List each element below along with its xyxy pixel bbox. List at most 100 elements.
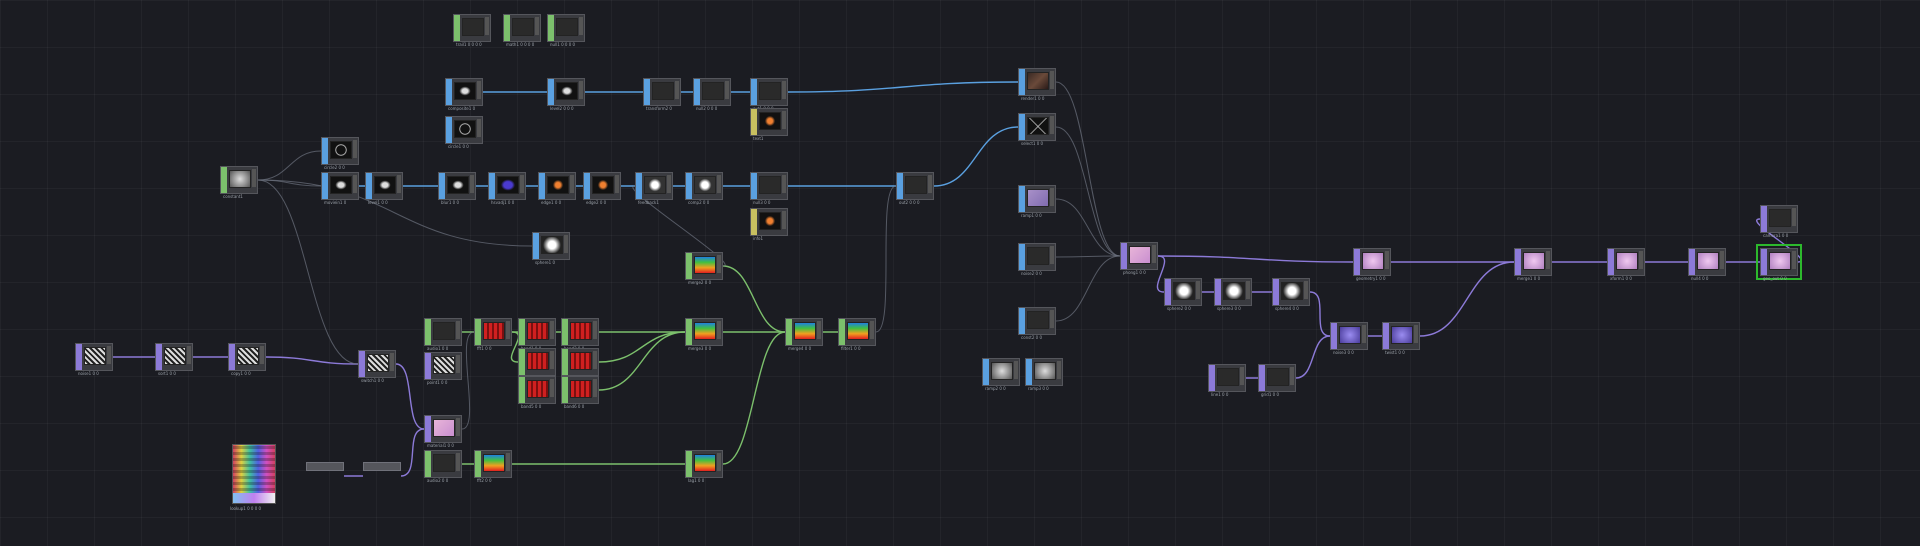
node-chop-c3[interactable]: band1 0 0	[518, 318, 556, 351]
node-input-port[interactable]	[897, 173, 903, 199]
node-flags-strip[interactable]	[782, 175, 786, 193]
node-flags-strip[interactable]	[1546, 251, 1550, 269]
node-input-port[interactable]	[446, 79, 452, 105]
node-top-out-x[interactable]: select1 0 0	[1018, 113, 1056, 146]
node-flags-strip[interactable]	[1050, 310, 1054, 328]
node-flags-strip[interactable]	[260, 346, 264, 364]
node-mat-final[interactable]: geo_out 0 0	[1756, 244, 1802, 281]
node-flags-strip[interactable]	[667, 175, 671, 193]
node-input-port[interactable]	[1761, 206, 1767, 232]
node-flags-strip[interactable]	[782, 211, 786, 229]
node-flags-strip[interactable]	[1050, 188, 1054, 206]
node-flags-strip[interactable]	[579, 17, 583, 35]
node-flags-strip[interactable]	[782, 81, 786, 99]
node-flags-strip[interactable]	[717, 453, 721, 471]
node-flags-strip[interactable]	[675, 81, 679, 99]
node-sop-d1[interactable]: line1 0 0	[1208, 364, 1246, 397]
node-top-b4[interactable]: hsvadj1 0 0	[488, 172, 526, 205]
node-flags-strip[interactable]	[1414, 325, 1418, 343]
node-input-port[interactable]	[425, 451, 431, 477]
node-input-port[interactable]	[562, 319, 568, 345]
node-flags-strip[interactable]	[1057, 361, 1061, 379]
node-input-port[interactable]	[425, 319, 431, 345]
wire-chop-d3-to-chop-spec2[interactable]	[722, 331, 786, 465]
node-input-port[interactable]	[425, 416, 431, 442]
node-flags-strip[interactable]	[506, 453, 510, 471]
node-top-grad1[interactable]: ramp2 0 0	[982, 358, 1020, 391]
node-chop-spec2[interactable]: merge4 0 0	[785, 318, 823, 351]
node-flags-strip[interactable]	[550, 321, 554, 339]
node-chop-c1[interactable]: audio1 0 0	[424, 318, 462, 351]
node-top-b7[interactable]: feedback1	[635, 172, 673, 205]
node-sop-p1[interactable]: geometry1 0 0	[1353, 248, 1391, 281]
node-sop-n3[interactable]: copy1 0 0	[228, 343, 266, 376]
node-top-dark[interactable]: noise2 0 0	[1018, 243, 1056, 276]
node-flags-strip[interactable]	[615, 175, 619, 193]
node-flags-strip[interactable]	[470, 175, 474, 193]
node-flags-strip[interactable]	[353, 175, 357, 193]
node-sop-n1[interactable]: noise1 0 0	[75, 343, 113, 376]
node-sop-v2[interactable]: twist1 0 0	[1382, 322, 1420, 355]
node-input-port[interactable]	[322, 138, 328, 164]
node-chop-top1[interactable]: trail1 0 0 0 0	[453, 14, 491, 47]
node-input-port[interactable]	[1354, 249, 1360, 275]
node-chop-left[interactable]: constant1	[220, 166, 258, 199]
node-input-port[interactable]	[475, 319, 481, 345]
wire-chop-c8-to-chop-spec1[interactable]	[598, 331, 686, 391]
node-flags-strip[interactable]	[1639, 251, 1643, 269]
node-top-a5[interactable]: out1 0 0 0	[750, 78, 788, 111]
wire-slim2-to-sop-pink[interactable]	[400, 428, 425, 477]
node-flags-strip[interactable]	[456, 321, 460, 339]
wire-mat-hub-to-sop-p1[interactable]	[1157, 255, 1354, 263]
node-flags-strip[interactable]	[717, 175, 721, 193]
node-dat-b1[interactable]: info1	[750, 208, 788, 241]
wire-sop-v2-to-sop-p2[interactable]	[1419, 261, 1515, 337]
node-input-port[interactable]	[1026, 359, 1032, 385]
node-top-a3[interactable]: transform2 0	[643, 78, 681, 111]
node-flags-strip[interactable]	[506, 321, 510, 339]
node-input-port[interactable]	[751, 209, 757, 235]
node-flags-strip[interactable]	[1050, 71, 1054, 89]
node-flags-strip[interactable]	[520, 175, 524, 193]
node-top-ring2[interactable]: circle2 0 0	[321, 137, 359, 170]
node-chop-spec1[interactable]: merge3 0 0	[685, 318, 723, 351]
node-sop-d2[interactable]: grid1 0 0	[1258, 364, 1296, 397]
node-flags-strip[interactable]	[252, 169, 256, 187]
node-input-port[interactable]	[359, 351, 365, 377]
node-flags-strip[interactable]	[456, 418, 460, 436]
node-top-b1[interactable]: moviein1 0	[321, 172, 359, 205]
node-flags-strip[interactable]	[477, 81, 481, 99]
node-flags-strip[interactable]	[782, 111, 786, 129]
node-input-port[interactable]	[519, 319, 525, 345]
node-chop-d1[interactable]: audio2 0 0	[424, 450, 462, 483]
node-flags-strip[interactable]	[593, 351, 597, 369]
node-flags-strip[interactable]	[1304, 281, 1308, 299]
node-input-port[interactable]	[1019, 186, 1025, 212]
node-input-port[interactable]	[644, 79, 650, 105]
node-input-port[interactable]	[548, 15, 554, 41]
lookup-table-image[interactable]	[232, 444, 276, 504]
node-flags-strip[interactable]	[817, 321, 821, 339]
node-top-swatch[interactable]: ramp1 0 0	[1018, 185, 1056, 218]
node-input-port[interactable]	[1761, 249, 1767, 275]
node-flags-strip[interactable]	[1290, 367, 1294, 385]
node-flags-strip[interactable]	[1362, 325, 1366, 343]
node-flags-strip[interactable]	[1050, 116, 1054, 134]
node-input-port[interactable]	[751, 173, 757, 199]
node-chop-merge[interactable]: merge2 0 0	[685, 252, 723, 285]
node-sop-n2[interactable]: sort1 0 0	[155, 343, 193, 376]
node-flags-strip[interactable]	[390, 353, 394, 371]
node-flags-strip[interactable]	[1196, 281, 1200, 299]
node-top-b3[interactable]: blur1 0 0	[438, 172, 476, 205]
node-input-port[interactable]	[751, 109, 757, 135]
node-input-port[interactable]	[1331, 323, 1337, 349]
node-input-port[interactable]	[751, 79, 757, 105]
node-chop-c2[interactable]: fft1 0 0	[474, 318, 512, 351]
node-input-port[interactable]	[1383, 323, 1389, 349]
node-top-a2[interactable]: level2 0 0 0	[547, 78, 585, 111]
node-flags-strip[interactable]	[1385, 251, 1389, 269]
node-input-port[interactable]	[322, 173, 328, 199]
wire-top-out-x-to-mat-hub[interactable]	[1055, 126, 1121, 257]
node-sop-v1[interactable]: noise3 0 0	[1330, 322, 1368, 355]
